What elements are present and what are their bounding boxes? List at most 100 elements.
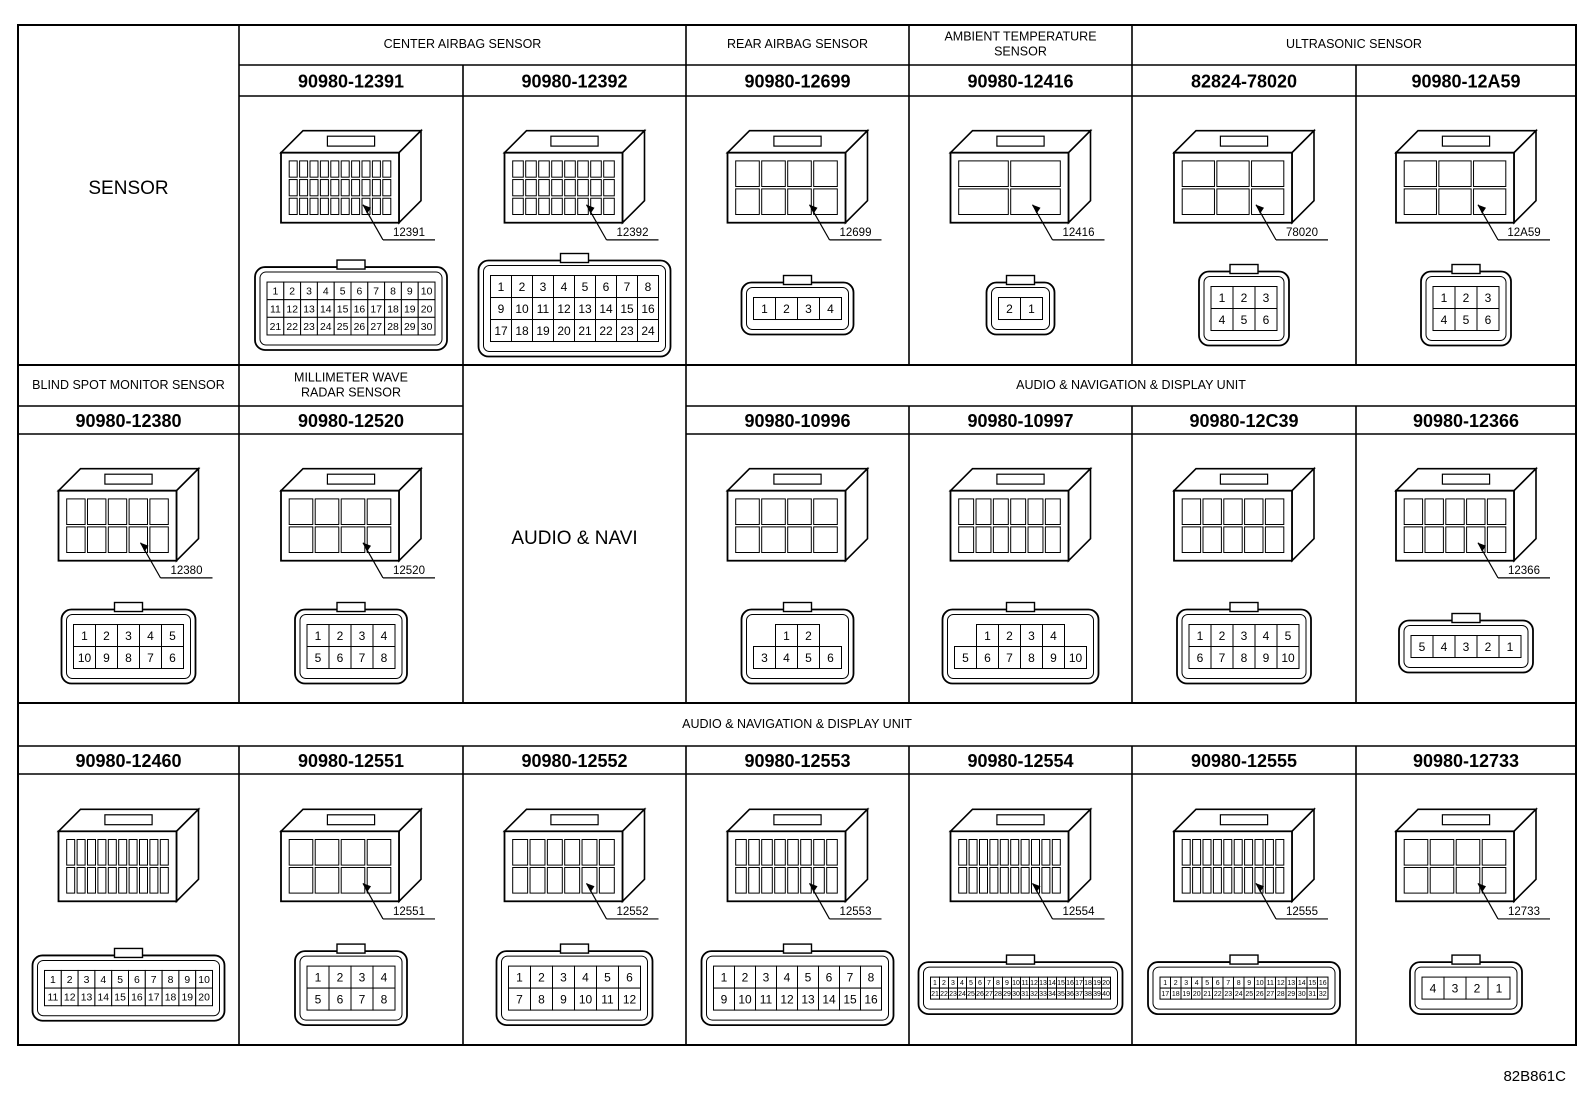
- cavity-slot: [288, 839, 314, 866]
- cavity-slot: [330, 160, 340, 178]
- cavity-slot: [968, 839, 978, 866]
- terminal-number: 1: [1496, 981, 1503, 995]
- cavity-slot: [1212, 867, 1222, 894]
- cavity-slot: [1455, 839, 1481, 866]
- terminal-number: 5: [315, 992, 322, 1006]
- connector-housing-front: [57, 830, 178, 903]
- cavity-slot: [603, 160, 615, 178]
- cavity-slot: [340, 160, 350, 178]
- connector-lock-tab: [782, 943, 813, 954]
- terminal-number: 9: [407, 287, 413, 298]
- terminal-number: 10: [1256, 980, 1264, 987]
- cavity-slot: [340, 498, 366, 525]
- terminal-cavity: [195, 987, 213, 1007]
- terminal-number: 2: [337, 629, 344, 643]
- cavity-slot: [1031, 867, 1040, 894]
- connector-lock-tab: [1005, 274, 1036, 286]
- rear-airbag-sensor-label: REAR AIRBAG SENSOR: [727, 37, 868, 51]
- terminal-number: 36: [1066, 991, 1074, 998]
- terminal-number: 5: [117, 975, 123, 986]
- cavity-slot: [529, 867, 546, 894]
- cavity-slot: [1466, 498, 1486, 525]
- connector-latch: [1441, 473, 1491, 485]
- terminal-number: 30: [421, 322, 433, 333]
- terminal-number: 5: [969, 980, 973, 987]
- cavity-slot: [366, 526, 392, 554]
- terminal-number: 9: [560, 992, 567, 1006]
- callout-label: 12416: [1063, 227, 1095, 239]
- cavity-slot: [1403, 867, 1429, 894]
- terminal-number: 40: [1102, 991, 1110, 998]
- callout-label: 12A59: [1507, 227, 1540, 239]
- cavity-slot: [314, 498, 340, 525]
- terminal-number: 3: [1463, 640, 1470, 654]
- callout-label: 12555: [1286, 906, 1318, 918]
- connector-lock-tab: [1005, 601, 1036, 613]
- callout-arrowhead: [363, 542, 371, 552]
- cavity-slot: [1181, 498, 1202, 525]
- terminal-number: 5: [340, 287, 346, 298]
- cavity-slot: [76, 867, 86, 894]
- terminal-number: 1: [1507, 640, 1514, 654]
- part-number: 90980-12552: [521, 751, 627, 771]
- cavity-slot: [512, 179, 524, 197]
- terminal-number: 5: [1463, 313, 1470, 327]
- terminal-number: 2: [783, 302, 790, 316]
- cavity-slot: [1181, 839, 1191, 866]
- cavity-slot: [330, 197, 340, 216]
- terminal-number: 18: [1084, 980, 1092, 987]
- terminal-number: 7: [624, 280, 631, 294]
- cavity-slot: [288, 867, 314, 894]
- cavity-slot: [1041, 867, 1051, 894]
- terminal-number: 7: [359, 651, 366, 665]
- cavity-slot: [546, 839, 563, 866]
- terminal-number: 4: [100, 975, 106, 986]
- cavity-slot: [992, 498, 1009, 525]
- callout-label: 12366: [1508, 565, 1540, 577]
- cavity-slot: [1264, 526, 1285, 554]
- terminal-number: 12: [557, 302, 571, 316]
- terminal-number: 17: [370, 304, 382, 315]
- cavity-slot: [538, 179, 550, 197]
- cavity-slot: [107, 839, 117, 866]
- connector-lock-tab: [336, 259, 366, 270]
- terminal-number: 24: [320, 322, 332, 333]
- terminal-number: 1: [761, 302, 768, 316]
- terminal-number: 3: [560, 970, 567, 984]
- cavity-slot: [351, 179, 361, 197]
- terminal-number: 4: [827, 302, 834, 316]
- cavity-slot: [87, 839, 96, 866]
- cavity-slot: [598, 867, 615, 894]
- cavity-slot: [1181, 867, 1191, 894]
- cavity-slot: [999, 839, 1009, 866]
- terminal-number: 5: [805, 651, 812, 665]
- terminal-number: 15: [114, 993, 126, 1004]
- cavity-slot: [529, 839, 546, 866]
- terminal-number: 4: [783, 651, 790, 665]
- terminal-number: 6: [134, 975, 140, 986]
- connector-face-inner: [1152, 966, 1336, 1010]
- terminal-number: 19: [536, 324, 550, 338]
- terminal-number: 2: [1006, 629, 1013, 643]
- cavity-slot: [999, 867, 1009, 894]
- terminal-number: 5: [1241, 313, 1248, 327]
- connector-lock-tab: [1229, 263, 1259, 275]
- terminal-number: 1: [933, 980, 937, 987]
- terminal-number: 4: [1430, 981, 1437, 995]
- terminal-number: 23: [620, 324, 634, 338]
- terminal-number: 1: [1219, 291, 1226, 305]
- terminal-number: 14: [599, 302, 613, 316]
- cavity-slot: [361, 160, 371, 178]
- terminal-number: 29: [1287, 991, 1295, 998]
- cavity-slot: [1020, 867, 1030, 894]
- terminal-number: 4: [1441, 640, 1448, 654]
- cavity-slot: [787, 160, 812, 187]
- callout-label: 78020: [1286, 227, 1318, 239]
- connector-lock-tab: [1451, 612, 1481, 624]
- terminal-number: 7: [847, 970, 854, 984]
- callout-arrowhead: [1032, 204, 1041, 214]
- cavity-slot: [992, 526, 1009, 554]
- cavity-slot: [299, 197, 309, 216]
